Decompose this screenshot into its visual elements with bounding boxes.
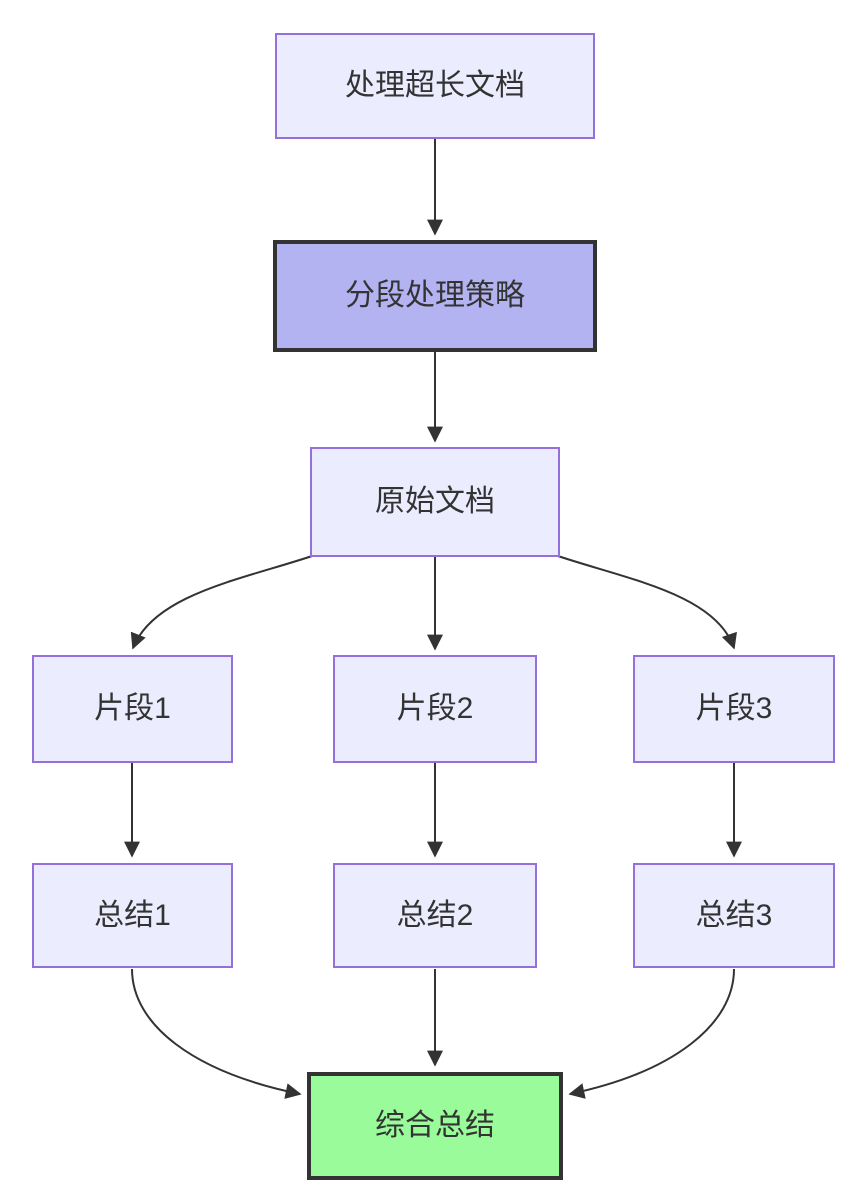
node-original-document: 原始文档 bbox=[310, 447, 560, 557]
node-process-long-document-label: 处理超长文档 bbox=[345, 69, 525, 102]
node-original-document-label: 原始文档 bbox=[375, 485, 495, 518]
edge-original-to-fragment-1 bbox=[130, 552, 322, 650]
node-summary-1: 总结1 bbox=[32, 863, 233, 968]
node-summary-3: 总结3 bbox=[633, 863, 835, 968]
node-fragment-2: 片段2 bbox=[333, 655, 537, 763]
node-segment-processing-strategy: 分段处理策略 bbox=[273, 240, 597, 352]
edge-summary-1-to-final bbox=[131, 968, 302, 1099]
node-summary-1-label: 总结1 bbox=[94, 898, 171, 932]
node-fragment-2-label: 片段2 bbox=[396, 692, 474, 725]
node-fragment-1: 片段1 bbox=[32, 655, 233, 763]
node-fragment-1-label: 片段1 bbox=[94, 692, 171, 725]
edge-summary-3-to-final bbox=[568, 968, 735, 1099]
node-segment-processing-strategy-label: 分段处理策略 bbox=[345, 279, 525, 312]
node-summary-2-label: 总结2 bbox=[396, 898, 474, 932]
node-fragment-3: 片段3 bbox=[633, 655, 835, 763]
node-combined-summary-label: 综合总结 bbox=[375, 1109, 495, 1142]
node-process-long-document: 处理超长文档 bbox=[275, 33, 595, 139]
node-summary-3-label: 总结3 bbox=[695, 898, 773, 932]
edge-original-to-fragment-3 bbox=[548, 552, 737, 650]
node-fragment-3-label: 片段3 bbox=[695, 692, 773, 725]
node-summary-2: 总结2 bbox=[333, 863, 537, 968]
node-combined-summary: 综合总结 bbox=[307, 1072, 563, 1180]
